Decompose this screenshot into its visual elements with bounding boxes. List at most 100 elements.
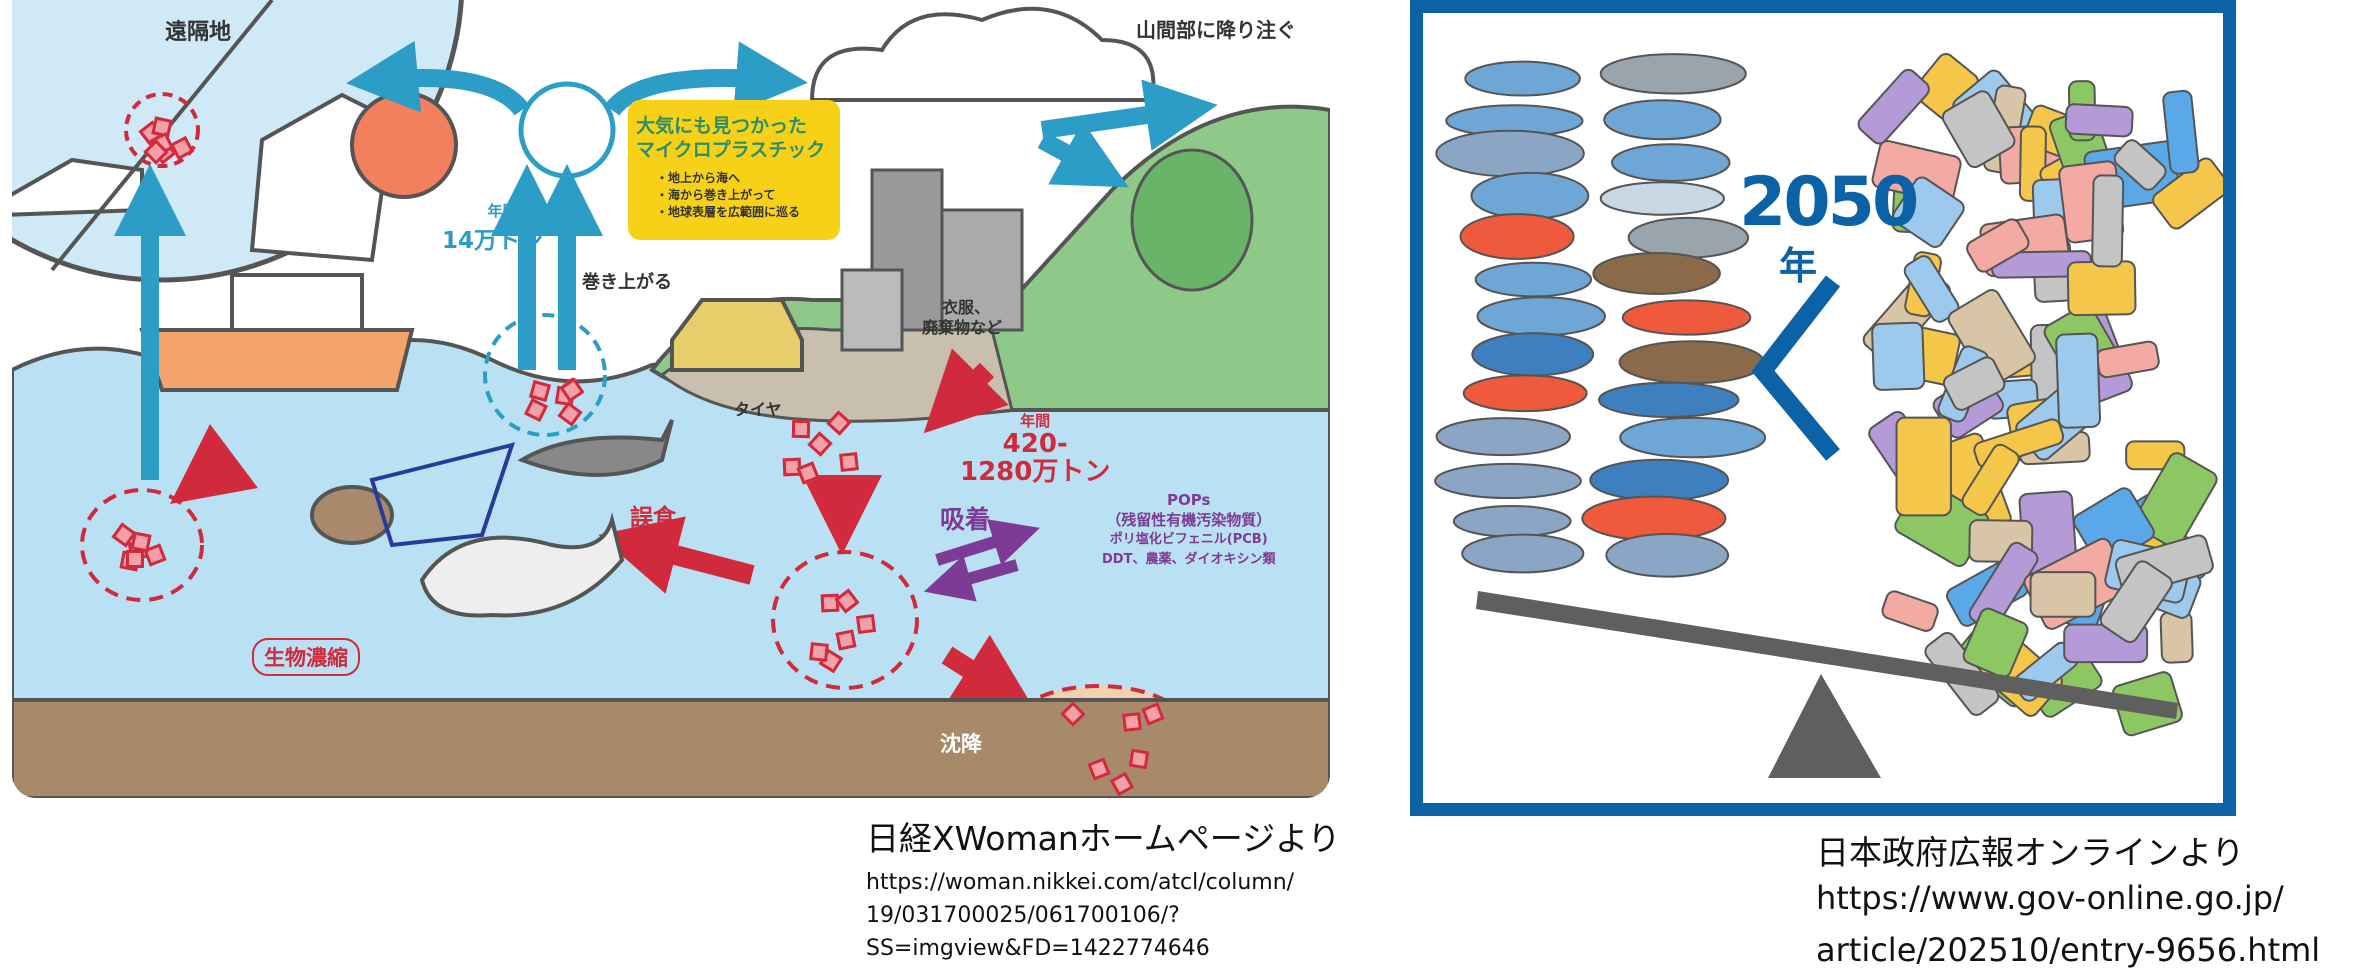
plastic-item-icon <box>1857 68 1930 145</box>
year-label: 2050 <box>1739 163 1919 242</box>
ship <box>139 328 415 392</box>
plastic-item-icon <box>2066 260 2137 317</box>
car <box>670 298 804 372</box>
microplastic-fragment <box>1122 711 1143 732</box>
label-bioconcentration: 生物濃縮 <box>252 638 360 676</box>
turtle <box>310 485 394 545</box>
microplastic-fragment <box>1128 749 1150 770</box>
label-clothes: 衣服、 <box>942 298 991 317</box>
pops-info: POPs （残留性有機汚染物質） ポリ塩化ビフェニル(PCB) DDT、農薬、ダ… <box>1102 490 1275 570</box>
fish-icon <box>1618 340 1765 385</box>
microplastic-fragment <box>855 613 876 634</box>
pops-line-1: ポリ塩化ビフェニル(PCB) <box>1109 532 1268 547</box>
plastic-item-icon <box>1942 356 2006 411</box>
label-misingestion: 誤食 <box>630 505 676 531</box>
label-rising: 巻き上がる <box>582 272 672 293</box>
fish-icon <box>1592 252 1721 295</box>
plastic-item-icon <box>1961 443 2020 517</box>
pops-subtitle: （残留性有機汚染物質） <box>1106 511 1272 529</box>
fish-icon <box>1435 417 1571 457</box>
label-annual-air: 年間 14万トン <box>442 200 543 255</box>
illustration-drawing <box>12 0 1330 798</box>
annual-air-label: 年間 <box>487 202 518 220</box>
fish-icon <box>1589 458 1730 502</box>
fish-icon <box>1599 181 1725 216</box>
plastic-item-icon <box>1941 90 2016 169</box>
pops-line-2: DDT、農薬、ダイオキシン類 <box>1102 552 1276 567</box>
box-title-1: 大気にも見つかった <box>636 115 808 137</box>
label-sedimentation: 沈降 <box>940 732 982 756</box>
year-suffix: 年 <box>1779 244 1818 288</box>
url-line[interactable]: https://www.gov-online.go.jp/ <box>1816 879 2284 917</box>
right-caption-url[interactable]: https://www.gov-online.go.jp/ article/20… <box>1816 872 2320 976</box>
label-clothes-waste: 衣服、 廃棄物など <box>922 298 1002 338</box>
fish-pile <box>1434 53 1767 578</box>
plastic-item-icon <box>2113 139 2167 191</box>
plastic-item-icon <box>1892 176 1965 248</box>
plastic-item-icon <box>2162 89 2200 175</box>
fish-icon <box>1435 129 1585 178</box>
fish-icon <box>1597 381 1740 418</box>
fish-icon <box>1603 99 1722 141</box>
plastic-item-icon <box>2152 157 2223 230</box>
seabed <box>12 698 1330 798</box>
plastic-item-icon <box>1895 416 1952 517</box>
plastic-pile <box>1857 53 2223 737</box>
shark <box>517 419 674 477</box>
fish-icon <box>1605 532 1730 578</box>
url-line[interactable]: https://woman.nikkei.com/atcl/column/ <box>866 870 1295 895</box>
label-adsorption: 吸着 <box>940 505 991 534</box>
cloud <box>809 6 1156 102</box>
poster-drawing <box>1434 53 2223 778</box>
url-line[interactable]: 19/031700025/061700106/? <box>866 903 1180 928</box>
fish-icon <box>1619 416 1767 459</box>
microplastic-fragment <box>809 642 829 663</box>
fish-icon <box>1474 261 1593 298</box>
fish-icon <box>1459 213 1575 260</box>
plastic-item-icon <box>1871 321 1926 391</box>
left-caption-title: 日経XWomanホームページより <box>866 819 1341 858</box>
label-mountain: 山間部に降り注ぐ <box>1136 18 1296 42</box>
plastic-item-icon <box>2029 571 2097 618</box>
yellow-info-box: 大気にも見つかった マイクロプラスチック ・地上から海へ ・海から巻き上がって … <box>628 100 840 240</box>
box-bullet: ・海から巻き上がって <box>656 188 776 202</box>
annual-sea-value-2: 1280万トン <box>960 457 1111 487</box>
box-title-2: マイクロプラスチック <box>636 139 826 161</box>
box-bullet: ・地上から海へ <box>656 171 741 185</box>
fish-icon <box>1470 171 1590 220</box>
fish-icon <box>1434 462 1582 500</box>
fish-icon <box>1461 533 1585 574</box>
plastic-item-icon <box>1966 218 2030 273</box>
less-than-chevron <box>1751 275 1841 461</box>
microplastic-fragment <box>125 550 145 569</box>
fish-icon <box>1599 53 1747 95</box>
label-annual-sea: 年間 420- 1280万トン <box>960 412 1110 486</box>
fish-icon <box>1627 216 1750 259</box>
plastic-item-icon <box>2055 332 2102 429</box>
label-tires: タイヤ <box>734 400 782 419</box>
fish-icon <box>1621 299 1752 336</box>
left-caption-url[interactable]: https://woman.nikkei.com/atcl/column/ 19… <box>866 866 1294 965</box>
label-waste: 廃棄物など <box>922 318 1003 337</box>
annual-sea-label: 年間 <box>1020 412 1051 430</box>
microplastic-fragment <box>791 419 810 438</box>
ellipse-mountain-tree <box>1130 148 1254 292</box>
whale <box>419 512 625 618</box>
fishing-net <box>369 442 516 548</box>
plastic-item-icon <box>2091 174 2125 268</box>
fish-vs-plastic-poster: 2050 年 < <box>1410 0 2236 816</box>
box-bullet: ・地球表層を広範囲に巡る <box>656 205 801 219</box>
label-remote: 遠隔地 <box>165 20 232 45</box>
pops-title: POPs <box>1167 491 1211 509</box>
fish-icon <box>1476 296 1606 337</box>
plastic-item-icon <box>2099 560 2173 644</box>
url-line[interactable]: article/202510/entry-9656.html <box>1816 931 2321 969</box>
url-line[interactable]: SS=imgview&FD=1422774646 <box>866 936 1210 961</box>
plastic-item-icon <box>2064 103 2134 138</box>
plastic-item-icon <box>2159 610 2194 664</box>
fish-icon <box>1452 505 1572 538</box>
sun <box>350 91 458 199</box>
seesaw-beam <box>1476 591 2178 719</box>
fish-icon <box>1464 60 1581 97</box>
fish-icon <box>1610 143 1731 182</box>
